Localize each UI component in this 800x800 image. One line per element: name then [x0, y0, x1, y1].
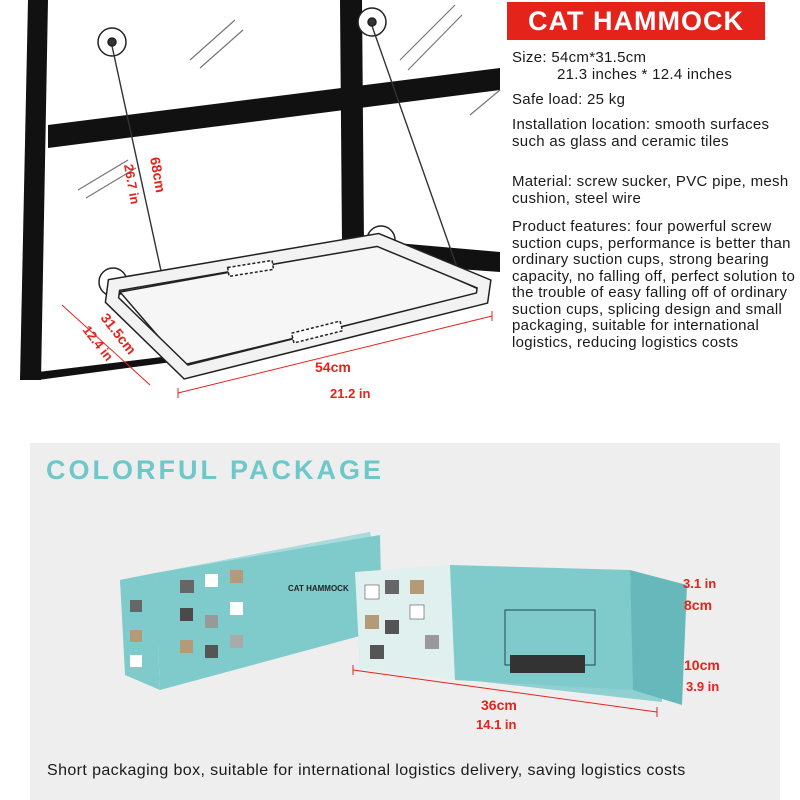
package-illustration: CAT HAMMOCK 3.1 in 8cm 10cm 3.9 in 36cm … — [120, 532, 720, 732]
box-base — [355, 565, 687, 705]
length-in-label: 21.2 in — [330, 386, 371, 401]
product-title-badge: CAT HAMMOCK — [507, 2, 765, 40]
package-height-cm: 10cm — [684, 657, 720, 673]
package-length-cm: 36cm — [481, 697, 517, 713]
hammock-frame — [104, 232, 492, 380]
spec-safe-load: Safe load: 25 kg — [512, 91, 626, 108]
package-length-in: 14.1 in — [476, 717, 517, 732]
dimension-lines — [61, 304, 493, 398]
spec-size: Size: 54cm*31.5cm 21.3 inches * 12.4 inc… — [512, 49, 797, 83]
hammock-illustration: 68cm 26.7 in 54cm 21.2 in 31.5cm 12.4 in — [20, 0, 501, 401]
spec-size-cm: Size: 54cm*31.5cm — [512, 49, 647, 66]
height-cm-label: 68cm — [147, 156, 169, 194]
box-label: CAT HAMMOCK — [288, 584, 349, 593]
package-caption: Short packaging box, suitable for intern… — [47, 762, 686, 779]
package-heading: COLORFUL PACKAGE — [46, 455, 384, 485]
spec-installation: Installation location: smooth surfaces s… — [512, 116, 770, 150]
spec-size-inches: 21.3 inches * 12.4 inches — [557, 65, 733, 83]
spec-features: Product features: four powerful screw su… — [512, 218, 796, 351]
length-cm-label: 54cm — [315, 359, 351, 375]
height-in-label: 26.7 in — [121, 163, 143, 206]
spec-material: Material: screw sucker, PVC pipe, mesh c… — [512, 173, 789, 207]
package-depth-cm: 8cm — [684, 597, 712, 613]
package-depth-in: 3.1 in — [683, 576, 716, 591]
package-dimension-lines — [352, 665, 658, 717]
product-title: CAT HAMMOCK — [528, 5, 744, 36]
package-height-in: 3.9 in — [686, 679, 719, 694]
box-lid: CAT HAMMOCK — [120, 532, 382, 690]
